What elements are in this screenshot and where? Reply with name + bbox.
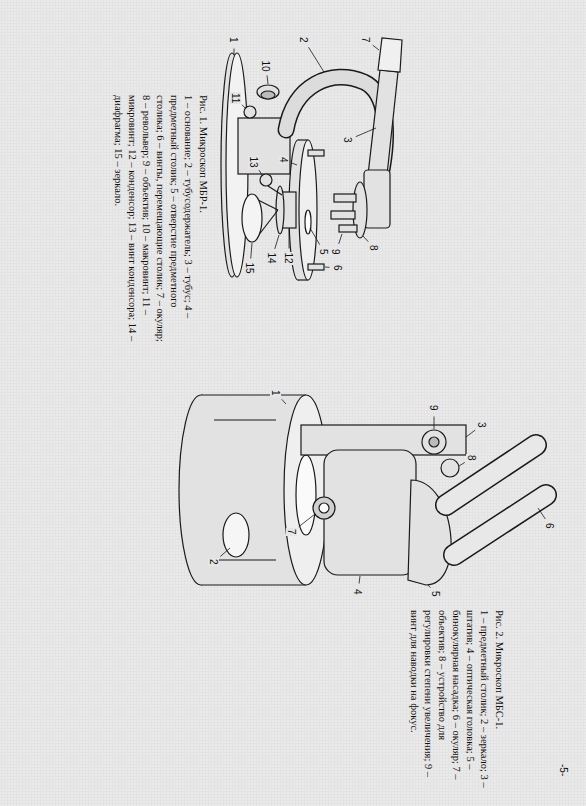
stage-glass [296,455,316,535]
mirror [242,194,262,242]
macro-knob [257,85,279,99]
callout-number: 4 [353,588,364,596]
leader-line [275,235,279,249]
optical-head [324,450,416,575]
eyepiece [454,495,546,555]
leader-line [363,236,368,242]
leader-line [220,548,230,556]
callout-number: 5 [319,248,330,256]
figure-title: Рис. 2. Микроскоп МБС-1. [492,610,506,795]
objective [331,211,355,219]
leader-line [466,430,475,437]
condenser-rod [268,186,282,195]
leader-line [356,128,376,137]
leader-line [292,163,297,165]
focus-knob-center [429,437,439,447]
drum-top [284,395,328,585]
leader-line [289,229,290,249]
head [364,170,390,228]
stage-screw [308,264,324,270]
leader-line [310,228,320,245]
leader-line [428,585,430,588]
callout-number: 7 [287,528,298,536]
callout-number: 3 [477,421,488,429]
stage-hole [305,210,311,234]
macro-knob-face [261,91,275,99]
leader-line [459,462,465,466]
leader-line [267,75,269,84]
page-number: -5- [559,763,570,777]
microscope-mbr1 [221,38,402,280]
callout-number: 5 [431,590,442,598]
callout-number: 10 [261,60,272,73]
leader-line [373,45,379,50]
callout-number: 9 [429,404,440,412]
callout-number: 7 [361,36,372,44]
callout-number: 6 [545,522,556,530]
eyepiece-outline [454,495,546,555]
microscope-mbs1 [179,395,546,585]
callout-number: 8 [467,454,478,462]
objective [313,497,335,519]
tube [368,70,398,175]
callout-number: 13 [249,156,260,169]
callout-number: 6 [333,264,344,272]
leader-line [538,508,545,519]
leader-line [234,49,235,56]
callout-number: 2 [299,36,310,44]
stage-top [299,140,317,280]
leader-line [309,47,324,72]
leader-line [299,514,315,527]
objective [334,194,356,202]
drum-edge [201,584,306,585]
callout-number: 11 [231,92,242,104]
callout-number: 12 [284,252,295,265]
leader-line [339,234,342,244]
figure-caption: 1 – предметный столик; 2 – зеркало; 3 – … [407,610,491,795]
leader-line [282,399,286,404]
figure-title: Рис. 1. Микроскоп МБР-1. [196,95,210,345]
callout-number: 15 [245,262,256,275]
callout-number: 3 [343,136,354,144]
leader-line [359,576,361,584]
objective [339,225,357,232]
condenser-screw [260,174,272,186]
leader-line [242,105,245,108]
eyepiece [378,38,402,72]
objective-lens [319,503,329,513]
callout-number: 1 [229,36,240,44]
leader-line [434,417,435,430]
leader-line [251,243,252,259]
callout-number: 14 [267,252,278,265]
callout-number: 1 [271,389,282,397]
stage-screw [308,150,324,156]
focus-knob [422,430,446,454]
eyepiece-outline [446,445,536,505]
callout-number: 8 [369,244,380,252]
callout-number: 4 [279,156,290,164]
micro-knob [244,106,256,118]
figure-caption: 1 – основание; 2 – тубусодержатель; 3 – … [111,95,195,345]
leader-line [325,267,330,268]
callout-number: 2 [209,558,220,566]
drum-edge [201,394,306,395]
leader-line [259,170,262,175]
callout-number: 9 [331,248,342,256]
eyepiece [446,445,536,505]
zoom-knob [441,459,459,477]
drum-slot [214,420,276,560]
